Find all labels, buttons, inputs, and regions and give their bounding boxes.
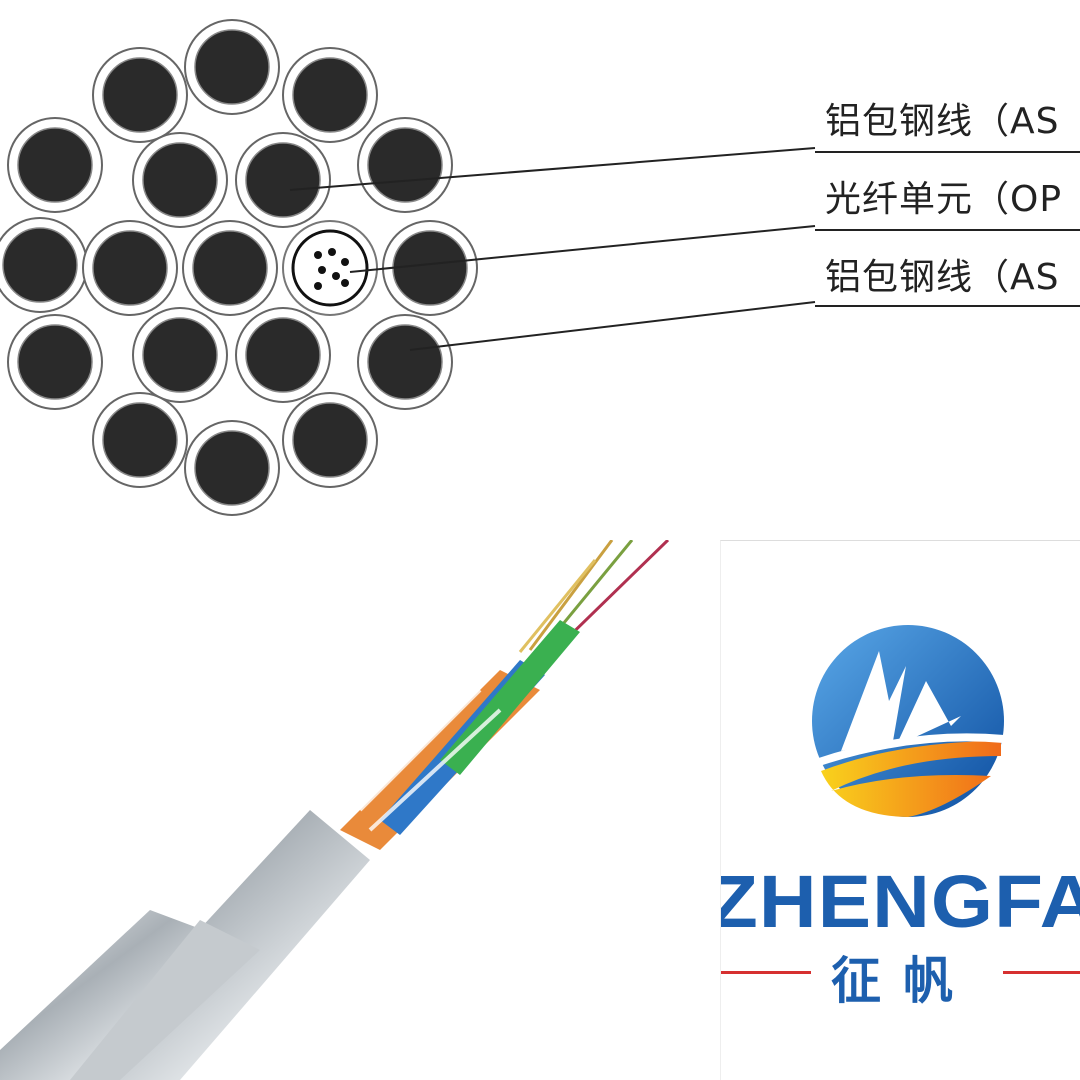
zhengfan-logo-panel: ZHENGFAN 征帆 <box>720 540 1080 1080</box>
steel-strand <box>235 307 331 403</box>
steel-strand <box>92 392 188 488</box>
steel-strand <box>82 220 178 316</box>
steel-strand <box>184 420 280 516</box>
brand-name-en: ZHENGFAN <box>720 860 1080 943</box>
steel-strand <box>282 392 378 488</box>
brand-name-cn: 征帆 <box>831 952 975 1010</box>
steel-strand <box>0 217 88 313</box>
leader-lines <box>289 147 1080 351</box>
steel-strand <box>7 314 103 410</box>
steel-strand <box>184 19 280 115</box>
steel-strand <box>132 307 228 403</box>
steel-strand <box>282 47 378 143</box>
steel-strand <box>92 47 188 143</box>
steel-strand <box>235 132 331 228</box>
outer-strands <box>0 910 230 1080</box>
label-aluminum-clad-steel-1: 铝包钢线（AS <box>825 101 1060 142</box>
divider-right <box>1003 971 1080 974</box>
steel-strand <box>357 314 453 410</box>
zhengfan-sail-logo <box>812 625 1005 817</box>
optical-unit <box>282 220 378 316</box>
steel-strand <box>357 117 453 213</box>
label-aluminum-clad-steel-2: 铝包钢线（AS <box>825 257 1060 298</box>
cable-photo <box>0 540 670 1080</box>
cable-cross-section-diagram <box>0 19 1080 516</box>
steel-strand <box>382 220 478 316</box>
steel-strand <box>132 132 228 228</box>
label-optical-unit: 光纤单元（OP <box>825 179 1063 220</box>
steel-strand <box>182 220 278 316</box>
divider-left <box>721 971 811 974</box>
steel-strand <box>7 117 103 213</box>
